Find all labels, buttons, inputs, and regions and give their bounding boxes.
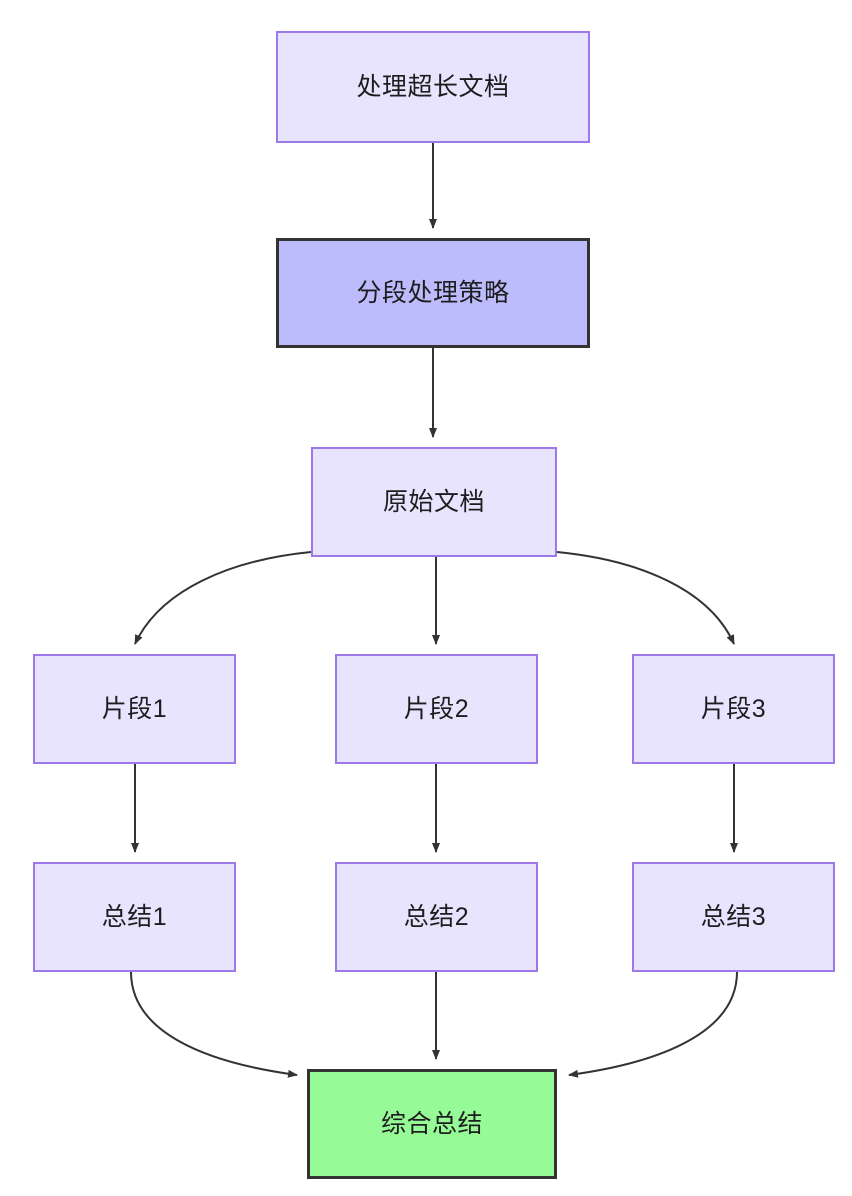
node-label: 总结1: [101, 903, 168, 931]
node-label: 总结3: [700, 903, 767, 931]
node-fragment-2[interactable]: 片段2: [335, 654, 538, 764]
edge-sum1-to-final: [130, 971, 298, 1078]
node-chunking-strategy[interactable]: 分段处理策略: [276, 238, 590, 348]
node-fragment-3[interactable]: 片段3: [632, 654, 835, 764]
node-label: 分段处理策略: [356, 279, 510, 307]
node-comprehensive-summary[interactable]: 综合总结: [307, 1069, 557, 1179]
node-label: 总结2: [403, 903, 470, 931]
node-label: 综合总结: [380, 1110, 483, 1138]
node-fragment-1[interactable]: 片段1: [33, 654, 236, 764]
node-label: 片段3: [700, 695, 767, 723]
edge-source-to-frag3: [556, 551, 735, 645]
node-summary-1[interactable]: 总结1: [33, 862, 236, 972]
node-label: 处理超长文档: [356, 73, 510, 101]
node-summary-2[interactable]: 总结2: [335, 862, 538, 972]
node-original-document[interactable]: 原始文档: [311, 447, 557, 557]
node-label: 片段2: [403, 695, 470, 723]
edge-source-to-frag1: [134, 551, 312, 645]
node-label: 原始文档: [382, 488, 485, 516]
node-label: 片段1: [101, 695, 168, 723]
edge-sum3-to-final: [568, 971, 738, 1078]
node-process-long-document[interactable]: 处理超长文档: [276, 31, 590, 143]
node-summary-3[interactable]: 总结3: [632, 862, 835, 972]
